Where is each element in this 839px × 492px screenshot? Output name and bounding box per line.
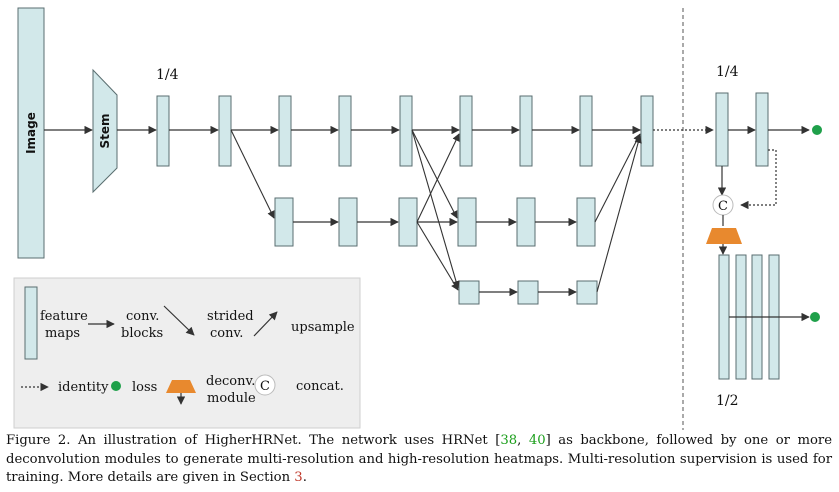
feature-maps-row1 [156, 92, 769, 167]
legend-box [13, 277, 361, 429]
legend-concat-icon [254, 374, 276, 396]
feature-map [718, 254, 730, 380]
feature-map [459, 95, 473, 167]
feature-map [640, 95, 654, 167]
legend-upsample: upsample [291, 320, 355, 335]
loss-icon [810, 312, 820, 322]
concat-node: C [712, 194, 734, 216]
legend-feature-map-icon [24, 286, 38, 360]
caption-text-4: . [302, 470, 307, 485]
feature-map [274, 197, 294, 247]
stem-label: Stem [98, 113, 112, 148]
legend-loss: loss [132, 380, 157, 395]
legend-strided-arrow-icon [163, 305, 195, 336]
image-block: Image [17, 7, 45, 259]
legend-identity: identity [58, 380, 109, 395]
legend-upsample-arrow-icon [253, 311, 278, 337]
feature-map [576, 280, 598, 305]
legend-conv-line1: conv. [126, 309, 159, 324]
image-label: Image [24, 112, 38, 154]
legend-deconv-line2: module [207, 391, 256, 406]
caption-text-1: Figure 2. An illustration of HigherHRNet… [6, 433, 501, 448]
legend-feature-maps-line1: feature [40, 309, 88, 324]
feature-map [218, 95, 232, 167]
feature-map [338, 95, 352, 167]
deconv-module-icon [706, 228, 742, 244]
scale-label-half: 1/2 [716, 393, 739, 409]
legend-strided-line1: strided [207, 309, 254, 324]
caption-text-2: , [517, 433, 529, 448]
feature-map [519, 95, 533, 167]
feature-maps-row3 [458, 280, 598, 305]
feature-map [517, 280, 539, 305]
feature-map [576, 197, 596, 247]
concat-symbol: C [718, 199, 728, 214]
legend-strided-line2: conv. [210, 326, 243, 341]
legend-deconv-icon [166, 380, 196, 393]
legend-feature-maps-line2: maps [45, 326, 80, 341]
feature-map [579, 95, 593, 167]
caption-text-3: ] as backbone, followed by one or more d… [6, 433, 832, 485]
feature-map [278, 95, 292, 167]
stem-block: Stem [92, 68, 118, 194]
identity-arrows [653, 125, 777, 210]
feature-map [156, 95, 170, 167]
strided-upsample-arrows [230, 126, 642, 293]
feature-map [516, 197, 536, 247]
figure-caption: Figure 2. An illustration of HigherHRNet… [6, 432, 832, 488]
feature-map [338, 197, 358, 247]
caption-ref-38[interactable]: 38 [500, 433, 518, 448]
legend-concat-symbol: C [260, 379, 270, 394]
feature-map [755, 92, 769, 167]
scale-label-quarter-right: 1/4 [716, 64, 739, 80]
loss-icon [812, 125, 822, 135]
legend-concat: concat. [296, 379, 344, 394]
feature-map [715, 92, 729, 167]
caption-ref-40[interactable]: 40 [528, 433, 546, 448]
feature-map [398, 197, 418, 247]
feature-map [458, 280, 480, 305]
legend-loss-icon [111, 381, 121, 391]
higherhrnet-diagram: Image Stem 1/4 1/4 1/2 [13, 7, 822, 430]
feature-map [399, 95, 413, 167]
legend-deconv-line1: deconv. [206, 374, 255, 389]
feature-map [457, 197, 477, 247]
legend-conv-line2: blocks [121, 326, 163, 341]
scale-label-quarter-left: 1/4 [156, 67, 179, 83]
feature-maps-row2 [274, 197, 596, 247]
caption-section-ref[interactable]: 3 [294, 470, 303, 485]
